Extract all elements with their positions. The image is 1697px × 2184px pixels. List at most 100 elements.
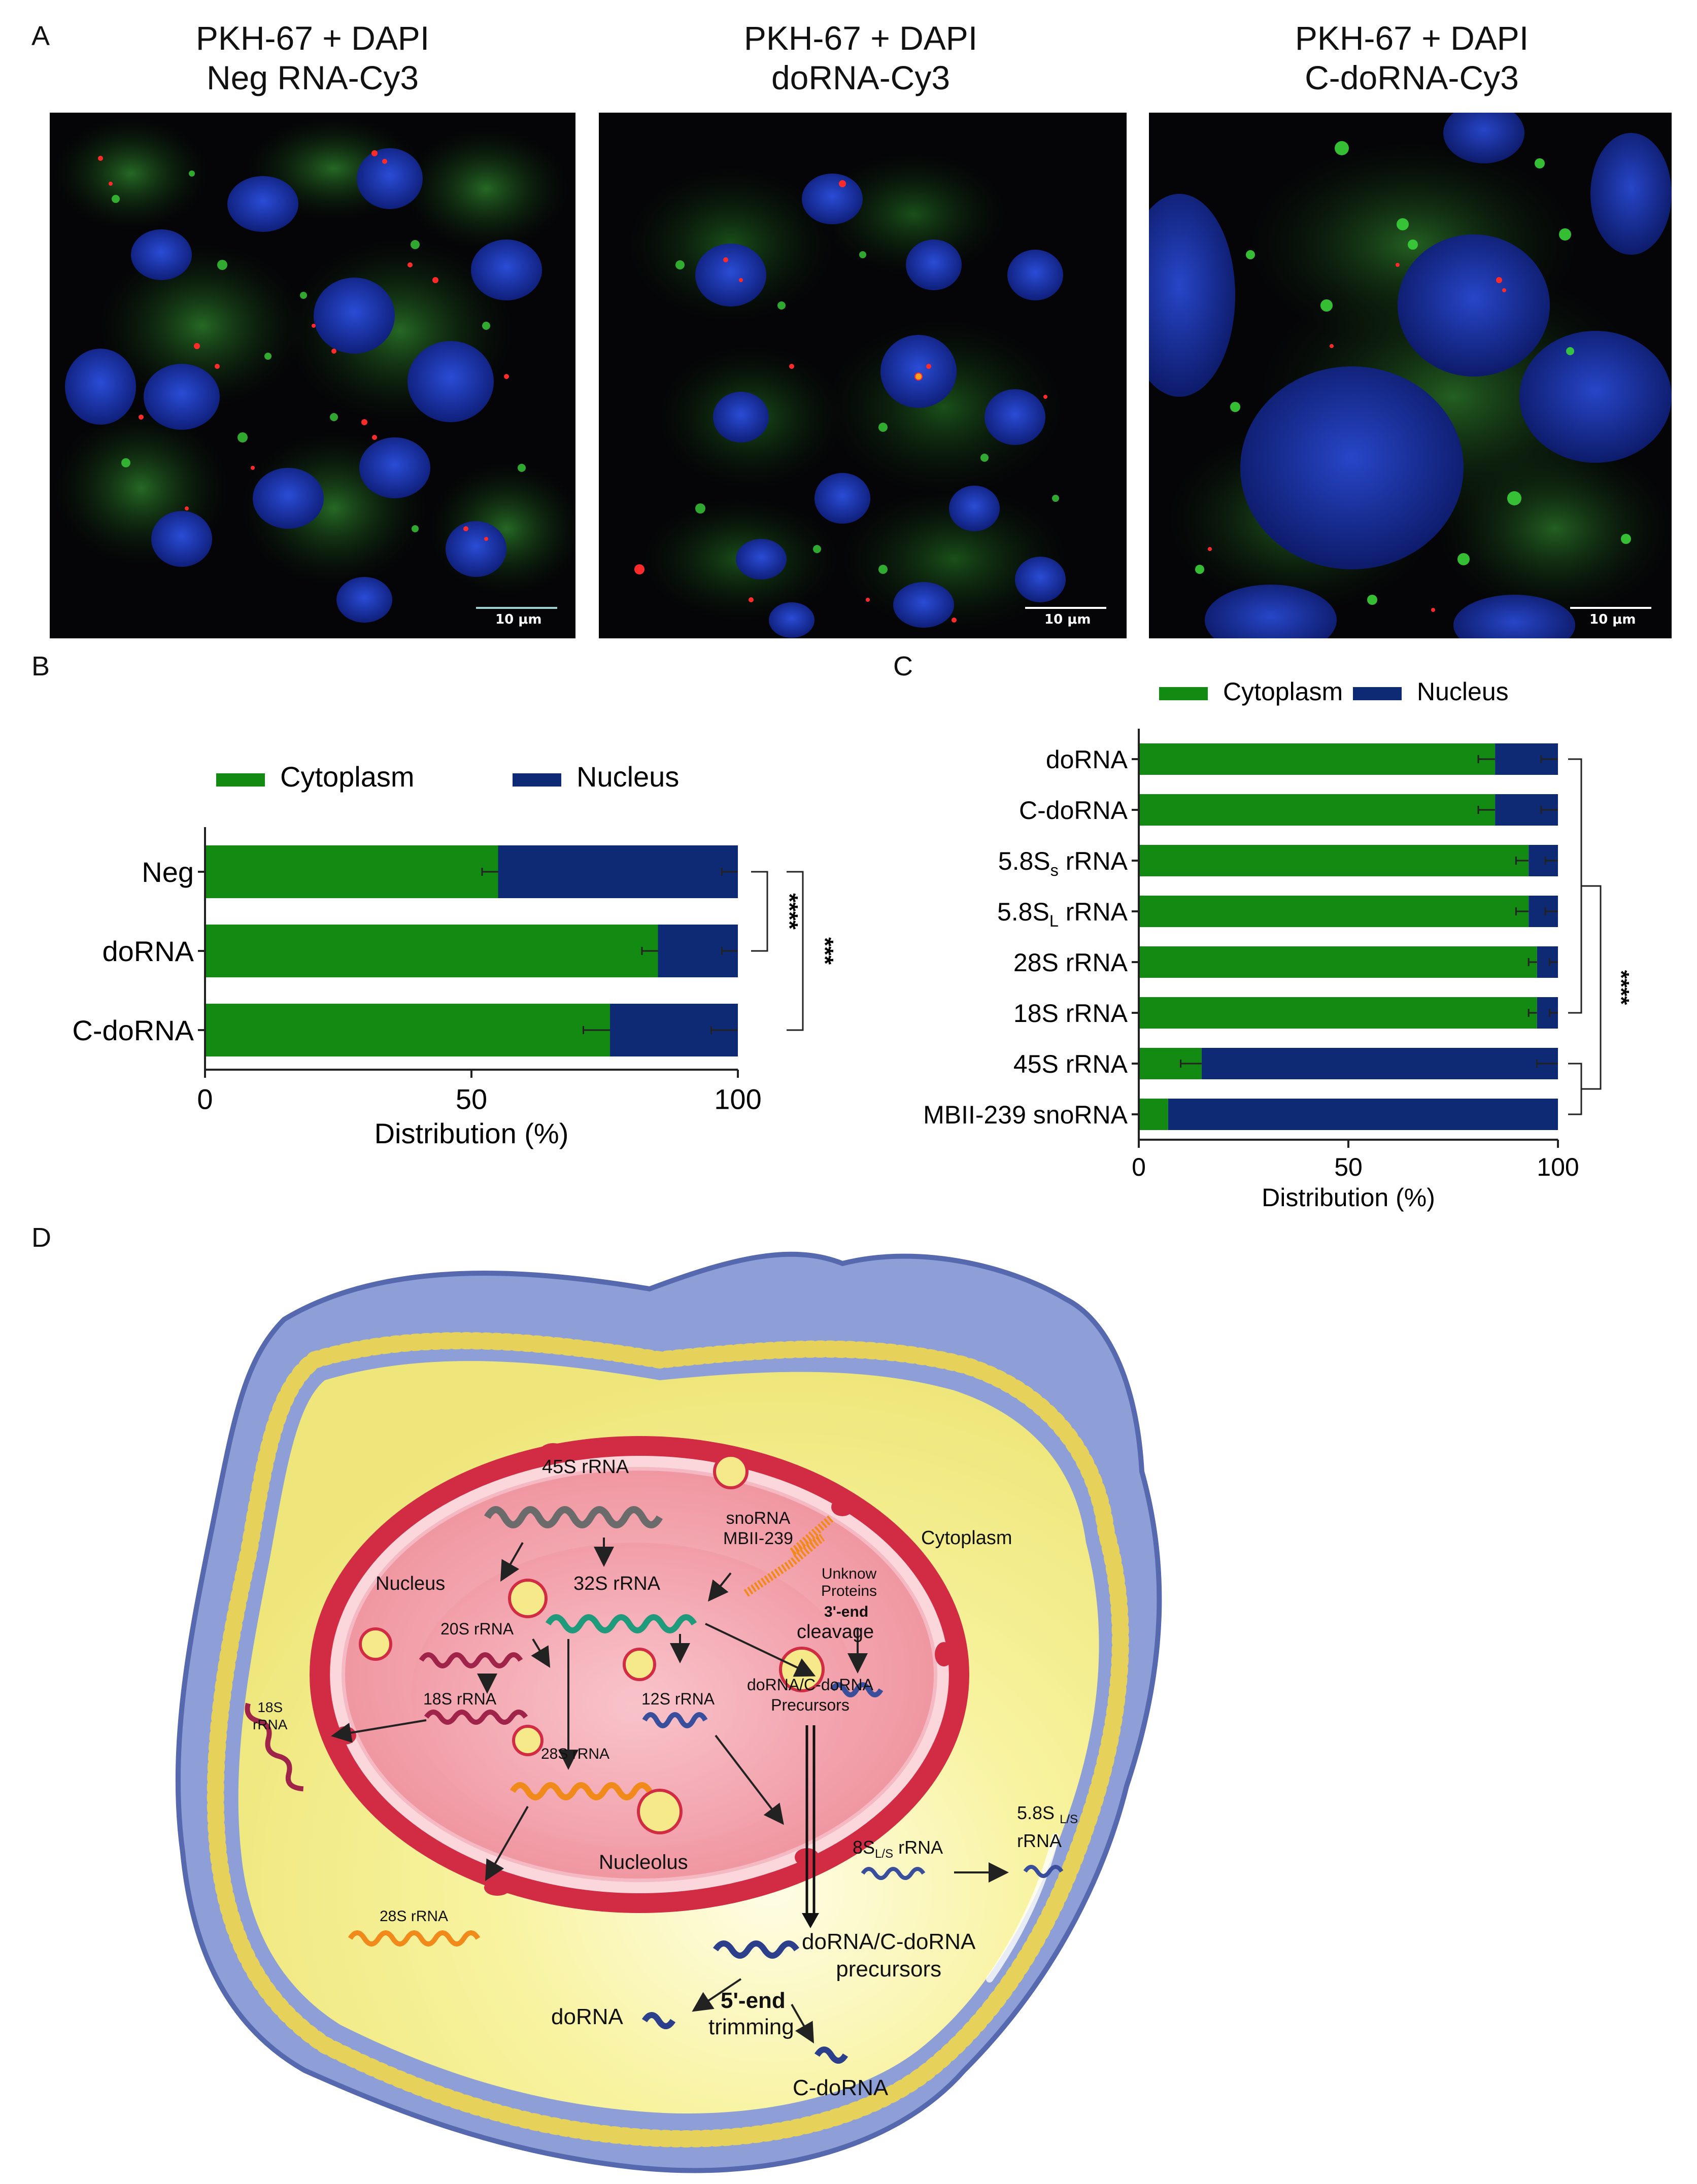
x-tick-label: 50: [1334, 1153, 1363, 1181]
scale-bar-label: 10 μm: [1589, 612, 1636, 627]
label-precursors-outer: doRNA/C-doRNA precursors: [802, 1928, 975, 1983]
label-proteins: Proteins: [821, 1583, 877, 1599]
label-5-end: 5'-end: [721, 1988, 786, 2013]
label-18s-inner: 18S rRNA: [423, 1690, 497, 1708]
panel-letter-d: D: [31, 1222, 51, 1253]
x-tick-label: 0: [1132, 1153, 1146, 1181]
bar-segment: [1139, 794, 1496, 826]
image-title-line2: Neg RNA-Cy3: [206, 59, 419, 96]
label-snorna-2: MBII-239: [723, 1529, 793, 1548]
bar-segment: [205, 925, 658, 977]
label-precursor-out-line2: precursors: [836, 1957, 942, 1982]
image-title-line1: PKH-67 + DAPI: [195, 19, 430, 57]
significance-label: ****: [1609, 970, 1634, 1005]
legend-label: Cytoplasm: [280, 761, 415, 793]
bar-segment: [1139, 896, 1529, 927]
significance-bracket: [1581, 885, 1602, 1090]
x-axis-label: Distribution (%): [1262, 1183, 1435, 1212]
y-tick-label: C-doRNA: [72, 1014, 194, 1046]
image-title-line1: PKH-67 + DAPI: [1295, 19, 1529, 57]
label-cytoplasm: Cytoplasm: [921, 1527, 1012, 1549]
bar-segment: [1201, 1048, 1558, 1079]
y-tick-label: 28S rRNA: [1013, 948, 1128, 977]
x-axis-label: Distribution (%): [375, 1117, 569, 1149]
bar-segment: [1168, 1099, 1558, 1130]
y-tick-label: doRNA: [102, 935, 194, 967]
label-dorna: doRNA: [551, 2004, 623, 2029]
label-28s-inner: 28S rRNA: [541, 1746, 610, 1762]
x-tick-label: 100: [1537, 1153, 1579, 1181]
label-32s: 32S rRNA: [573, 1573, 661, 1594]
panel-letter-a: A: [31, 21, 50, 51]
label-45s: 45S rRNA: [542, 1456, 629, 1478]
micrograph-dorna-art: [629, 153, 1106, 638]
significance-bracket: [751, 871, 768, 952]
label-trimming: trimming: [708, 2015, 794, 2039]
label-28s-outer: 28S rRNA: [380, 1908, 449, 1925]
y-tick-label: MBII-239 snoRNA: [923, 1101, 1128, 1129]
bar-segment: [498, 845, 738, 898]
legend-swatch-nucleus: [1353, 687, 1402, 700]
panel-letter-b: B: [31, 651, 50, 681]
micrograph-cdorna-art: [1149, 113, 1672, 638]
legend-swatch-cytoplasm: [1159, 687, 1208, 700]
legend-swatch-cytoplasm: [216, 773, 265, 787]
label-precursors-inner: doRNA/C-doRNA Precursors: [747, 1675, 873, 1715]
image-title-line2: doRNA-Cy3: [771, 59, 951, 96]
label-unknow: Unknow: [821, 1565, 877, 1582]
significance-bracket: [1568, 1063, 1582, 1115]
y-tick-label: 5.8SL rRNA: [997, 898, 1128, 930]
label-12s: 12S rRNA: [641, 1690, 715, 1708]
legend-label: Nucleus: [576, 761, 679, 793]
cell-diagram: [175, 1251, 1162, 2173]
label-snorna-1: snoRNA: [726, 1509, 791, 1528]
y-tick-label: 45S rRNA: [1013, 1050, 1128, 1078]
significance-label: ***: [812, 937, 838, 965]
label-precursor-line1: doRNA/C-doRNA: [747, 1676, 873, 1694]
panel-letter-c: C: [893, 651, 913, 681]
micrograph-dorna: 10 μm: [599, 113, 1127, 638]
legend-label: Nucleus: [1417, 677, 1509, 706]
label-18s-outer: 18S rRNA: [253, 1699, 287, 1733]
legend-label: Cytoplasm: [1223, 677, 1343, 706]
bar-segment: [205, 1004, 610, 1056]
scale-bar-label: 10 μm: [495, 612, 542, 627]
label-3-end: 3'-end: [824, 1603, 869, 1620]
image-title-dorna: PKH-67 + DAPI doRNA-Cy3: [597, 18, 1125, 97]
bar-segment: [1139, 1099, 1168, 1130]
label-8s: 8SL/S rRNA: [853, 1837, 943, 1861]
image-title-neg: PKH-67 + DAPI Neg RNA-Cy3: [49, 18, 576, 97]
y-tick-label: 5.8Ss rRNA: [998, 847, 1128, 879]
bar-segment: [205, 845, 498, 898]
significance-label: ****: [776, 893, 803, 930]
scale-bar-label: 10 μm: [1044, 612, 1091, 627]
label-unknown-proteins: Unknow Proteins: [821, 1565, 877, 1600]
nucleolus-body: [411, 1543, 858, 1847]
label-precursor-out-line1: doRNA/C-doRNA: [802, 1929, 976, 1954]
image-title-line1: PKH-67 + DAPI: [743, 19, 978, 57]
label-nucleolus: Nucleolus: [599, 1851, 688, 1873]
bar-segment: [1139, 845, 1529, 876]
x-tick-label: 50: [456, 1083, 487, 1115]
label-5-8s: 5.8S L/S rRNA: [1017, 1802, 1078, 1852]
y-tick-label: 18S rRNA: [1013, 999, 1128, 1028]
image-title-cdorna: PKH-67 + DAPI C-doRNA-Cy3: [1148, 18, 1676, 97]
y-tick-label: doRNA: [1046, 745, 1128, 774]
significance-bracket: [787, 871, 804, 1031]
label-18s-outer-1: 18S: [257, 1699, 283, 1715]
micrograph-neg-art: [55, 118, 575, 623]
x-tick-label: 0: [197, 1083, 213, 1115]
cell-bilayer: [207, 1332, 1129, 2147]
bar-segment: [1139, 743, 1496, 775]
legend-swatch-nucleus: [513, 773, 561, 787]
label-c-dorna: C-doRNA: [793, 2075, 889, 2100]
bar-segment: [1139, 946, 1537, 978]
label-snorna: snoRNA MBII-239: [723, 1508, 793, 1549]
bar-segment: [1139, 997, 1537, 1029]
label-18s-outer-2: rRNA: [253, 1717, 288, 1732]
label-precursor-line2: Precursors: [771, 1696, 850, 1714]
significance-bracket: [1568, 758, 1582, 1014]
micrograph-cdorna: 10 μm: [1149, 113, 1672, 638]
